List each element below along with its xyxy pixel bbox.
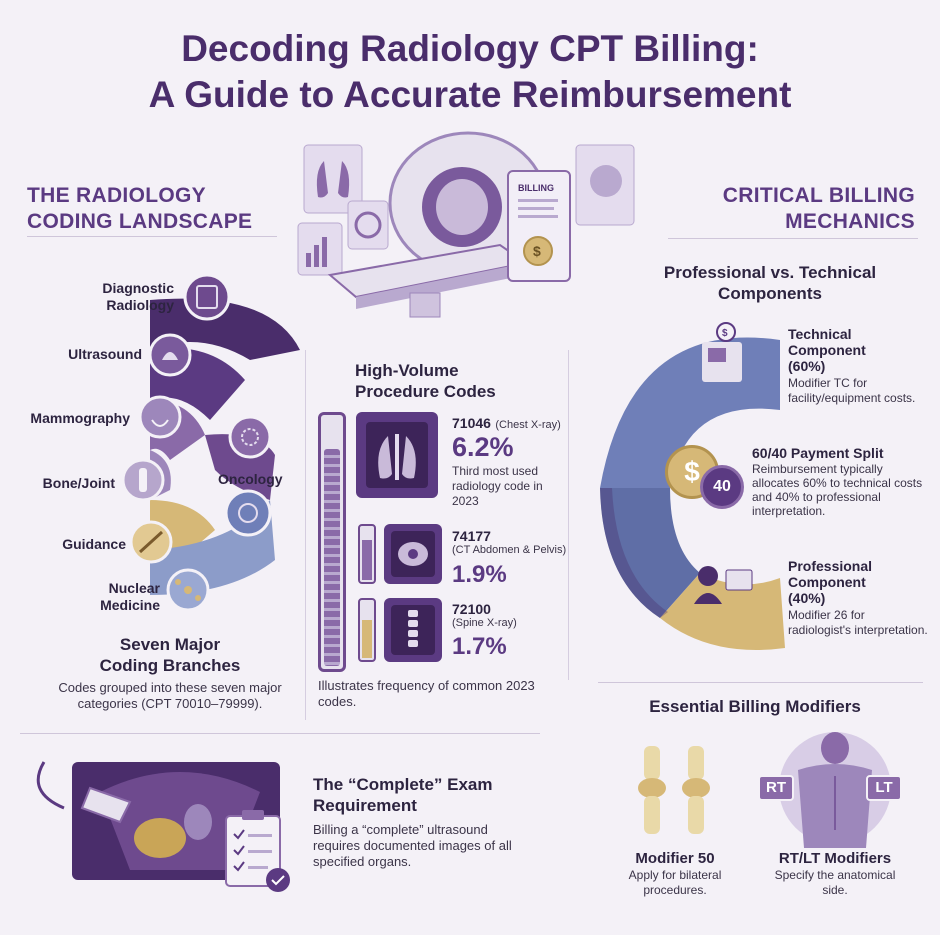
code-71046: 71046 (Chest X-ray) bbox=[452, 415, 561, 431]
procedures-heading: High-Volume Procedure Codes bbox=[355, 361, 496, 401]
branch-band-diagnostic bbox=[150, 298, 300, 360]
gauge-72100 bbox=[358, 598, 376, 662]
frequency-gauge bbox=[318, 412, 346, 672]
torso-icon bbox=[779, 732, 891, 848]
component-split-ring: $ bbox=[600, 322, 785, 650]
ultrasound-exam-illustration bbox=[36, 761, 290, 892]
page-title: Decoding Radiology CPT Billing: A Guide … bbox=[0, 26, 940, 118]
radiologist-icon bbox=[694, 566, 753, 604]
title-line-1: Decoding Radiology CPT Billing: bbox=[181, 28, 759, 69]
professional-component: Professional Component (40%) Modifier 26… bbox=[788, 558, 928, 637]
cell-icon bbox=[228, 415, 272, 459]
exam-title: The “Complete” Exam Requirement bbox=[313, 775, 493, 815]
landscape-heading: THE RADIOLOGY CODING LANDSCAPE bbox=[27, 183, 252, 235]
percent-74177: 1.9% bbox=[452, 561, 507, 588]
professional-segment bbox=[660, 573, 785, 650]
percent-72100: 1.7% bbox=[452, 633, 507, 660]
branch-label-oncology: Oncology bbox=[218, 471, 283, 487]
ct-scanner-illustration: BILLING $ bbox=[297, 131, 635, 318]
exam-text: Billing a “complete” ultrasound requires… bbox=[313, 822, 512, 869]
frequency-gauge-fill bbox=[324, 448, 340, 666]
svg-text:$: $ bbox=[722, 328, 728, 339]
landscape-divider bbox=[27, 236, 277, 237]
branches-summary-title: Seven Major Coding Branches bbox=[99, 635, 241, 675]
rt-lt-modifiers: RT/LT Modifiers Specify the anatomical s… bbox=[774, 850, 896, 897]
liver-icon bbox=[134, 818, 186, 858]
floating-screen-chart-icon bbox=[297, 222, 343, 276]
clipboard-checklist-icon bbox=[225, 810, 290, 892]
mechanics-divider bbox=[668, 238, 918, 239]
technical-segment-lower bbox=[600, 488, 700, 618]
percent-71046: 6.2% bbox=[452, 432, 514, 462]
technical-component: Technical Component (60%) Modifier TC fo… bbox=[788, 326, 916, 405]
middle-divider-right bbox=[568, 350, 569, 680]
note-71046: Third most used radiology code in 2023 bbox=[452, 464, 543, 508]
modifiers-divider bbox=[598, 682, 923, 683]
kidney-icon bbox=[184, 804, 212, 840]
modifiers-title: Essential Billing Modifiers bbox=[649, 697, 861, 716]
payment-split: 60/40 Payment Split Reimbursement typica… bbox=[752, 445, 923, 518]
landscape-heading-line-2: CODING LANDSCAPE bbox=[27, 210, 253, 233]
gauge-74177-fill bbox=[362, 540, 372, 580]
spine-icon bbox=[384, 598, 442, 662]
ring-shadow bbox=[600, 488, 668, 618]
floating-screen-skull-icon bbox=[575, 144, 635, 226]
branches-summary-text: Codes grouped into these seven major cat… bbox=[58, 680, 282, 711]
branch-label-ultrasound: Ultrasound bbox=[68, 346, 142, 362]
branch-label-guidance: Guidance bbox=[62, 536, 126, 552]
rt-badge: RT bbox=[758, 775, 794, 801]
split-40-coin: 40 bbox=[700, 465, 744, 509]
gauge-74177 bbox=[358, 524, 376, 584]
title-line-2: A Guide to Accurate Reimbursement bbox=[148, 74, 792, 115]
middle-divider-left bbox=[305, 350, 306, 720]
coding-branches-fan bbox=[121, 273, 300, 612]
chest-xray-icon bbox=[356, 412, 438, 498]
landscape-heading-line-1: THE RADIOLOGY bbox=[27, 184, 206, 207]
gauge-72100-fill bbox=[362, 620, 372, 658]
floating-screen-lungs-icon bbox=[303, 144, 363, 214]
target-icon bbox=[224, 489, 272, 537]
billing-badge-text: BILLING bbox=[518, 183, 554, 193]
breast-icon bbox=[138, 395, 182, 439]
ct-scan-icon bbox=[384, 524, 442, 584]
xray-icon bbox=[183, 273, 231, 321]
svg-text:$: $ bbox=[533, 243, 541, 259]
code-74177: 74177 (CT Abdomen & Pelvis) bbox=[452, 528, 567, 556]
branch-label-bone-joint: Bone/Joint bbox=[42, 475, 115, 491]
lt-badge: LT bbox=[866, 775, 902, 801]
procedures-footnote: Illustrates frequency of common 2023 cod… bbox=[318, 678, 535, 709]
dollar-coin-icon bbox=[523, 236, 553, 266]
mechanics-heading: CRITICAL BILLING MECHANICS bbox=[722, 184, 915, 233]
equipment-icon: $ bbox=[702, 322, 742, 382]
bilateral-knees-icon bbox=[638, 746, 710, 834]
branch-label-mammography: Mammography bbox=[30, 410, 130, 426]
floating-screen-brain-icon bbox=[347, 200, 389, 250]
components-title: Professional vs. Technical Components bbox=[663, 263, 877, 303]
modifier-50: Modifier 50 Apply for bilateral procedur… bbox=[628, 850, 722, 897]
code-72100: 72100 (Spine X-ray) bbox=[452, 601, 517, 629]
ultrasound-probe-icon bbox=[80, 786, 132, 824]
billing-screen: BILLING $ bbox=[507, 170, 571, 282]
left-bottom-divider bbox=[20, 733, 540, 734]
